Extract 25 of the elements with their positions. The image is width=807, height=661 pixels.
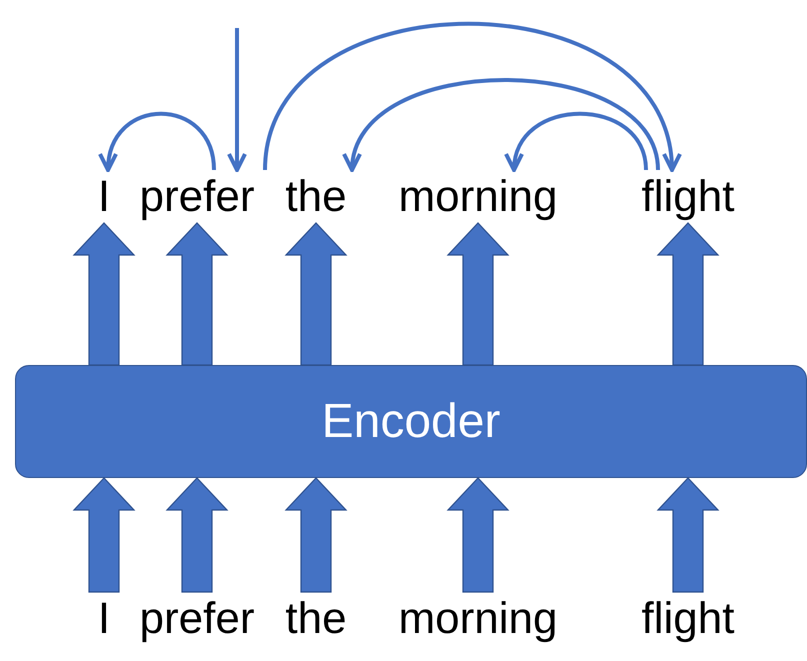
block-arrow bbox=[656, 477, 720, 593]
input-word: flight bbox=[642, 592, 734, 645]
output-word: morning bbox=[398, 170, 558, 223]
output-word: the bbox=[285, 170, 347, 223]
block-arrow bbox=[284, 477, 348, 593]
block-arrow bbox=[72, 477, 136, 593]
block-arrow bbox=[446, 222, 510, 366]
dependency-arc bbox=[506, 112, 648, 172]
input-word: I bbox=[98, 592, 110, 645]
block-arrow bbox=[446, 477, 510, 593]
input-word: the bbox=[285, 592, 347, 645]
block-arrow bbox=[656, 222, 720, 366]
input-word: morning bbox=[398, 592, 558, 645]
output-word: prefer bbox=[140, 170, 254, 223]
block-arrow bbox=[284, 222, 348, 366]
block-arrow bbox=[72, 222, 136, 366]
block-arrow bbox=[166, 477, 228, 593]
encoder-block: Encoder bbox=[15, 365, 807, 478]
dependency-arc bbox=[263, 22, 680, 172]
output-word: flight bbox=[642, 170, 734, 223]
root-arrow bbox=[227, 28, 247, 172]
input-word: prefer bbox=[140, 592, 254, 645]
block-arrow bbox=[166, 222, 228, 366]
output-word: I bbox=[98, 170, 110, 223]
dependency-arc bbox=[100, 112, 216, 172]
